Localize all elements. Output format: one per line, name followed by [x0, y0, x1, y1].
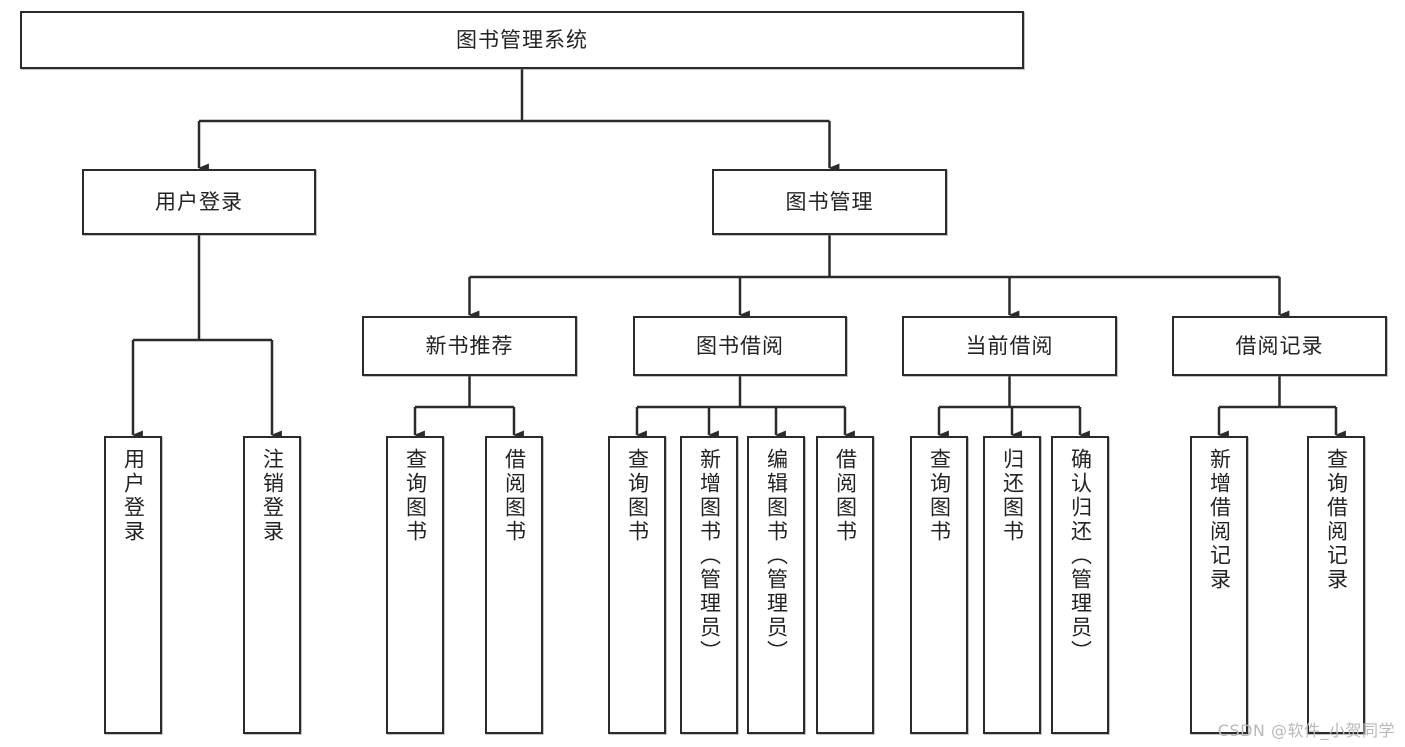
node-bookmgmt[interactable]: 图书管理: [712, 169, 947, 235]
node-l-userlogin[interactable]: 用户登录: [104, 436, 162, 734]
node-label: 编辑图书（管理员）: [764, 448, 789, 664]
node-label: 注销登录: [260, 448, 285, 544]
node-l-addrec[interactable]: 新增借阅记录: [1190, 436, 1248, 734]
node-label: 借阅记录: [1235, 333, 1324, 358]
node-label: 查询图书: [403, 448, 428, 544]
node-label: 用户登录: [121, 448, 146, 544]
node-l-return[interactable]: 归还图书: [983, 436, 1041, 734]
node-l-qbook2[interactable]: 查询图书: [608, 436, 666, 734]
node-l-editbook[interactable]: 编辑图书（管理员）: [747, 436, 805, 734]
node-label: 图书借阅: [696, 333, 784, 358]
node-label: 新增借阅记录: [1207, 448, 1232, 592]
node-l-qbook1[interactable]: 查询图书: [386, 436, 444, 734]
node-label: 图书管理: [785, 189, 874, 214]
node-label: 查询图书: [625, 448, 650, 544]
node-login[interactable]: 用户登录: [82, 169, 316, 235]
node-l-bbook2[interactable]: 借阅图书: [816, 436, 874, 734]
node-l-logout[interactable]: 注销登录: [243, 436, 301, 734]
node-label: 用户登录: [155, 189, 243, 214]
node-l-qrec[interactable]: 查询借阅记录: [1307, 436, 1365, 734]
node-borrow[interactable]: 图书借阅: [633, 316, 847, 376]
node-l-addbook[interactable]: 新增图书（管理员）: [680, 436, 738, 734]
node-current[interactable]: 当前借阅: [902, 316, 1117, 376]
node-newbooks[interactable]: 新书推荐: [362, 316, 577, 376]
node-label: 图书管理系统: [456, 27, 588, 52]
node-l-bbook1[interactable]: 借阅图书: [485, 436, 543, 734]
node-label: 当前借阅: [965, 333, 1054, 358]
node-label: 借阅图书: [502, 448, 527, 544]
node-l-qbook3[interactable]: 查询图书: [910, 436, 968, 734]
node-label: 确认归还（管理员）: [1068, 448, 1093, 664]
watermark-text: CSDN @软件_小贺同学: [1217, 721, 1395, 740]
node-label: 查询借阅记录: [1324, 448, 1349, 592]
node-label: 归还图书: [1000, 448, 1025, 544]
node-l-confirm[interactable]: 确认归还（管理员）: [1051, 436, 1109, 734]
node-root[interactable]: 图书管理系统: [20, 11, 1024, 69]
node-label: 借阅图书: [833, 448, 858, 544]
node-records[interactable]: 借阅记录: [1172, 316, 1387, 376]
node-label: 查询图书: [927, 448, 952, 544]
node-label: 新书推荐: [425, 333, 514, 358]
node-label: 新增图书（管理员）: [697, 448, 722, 664]
